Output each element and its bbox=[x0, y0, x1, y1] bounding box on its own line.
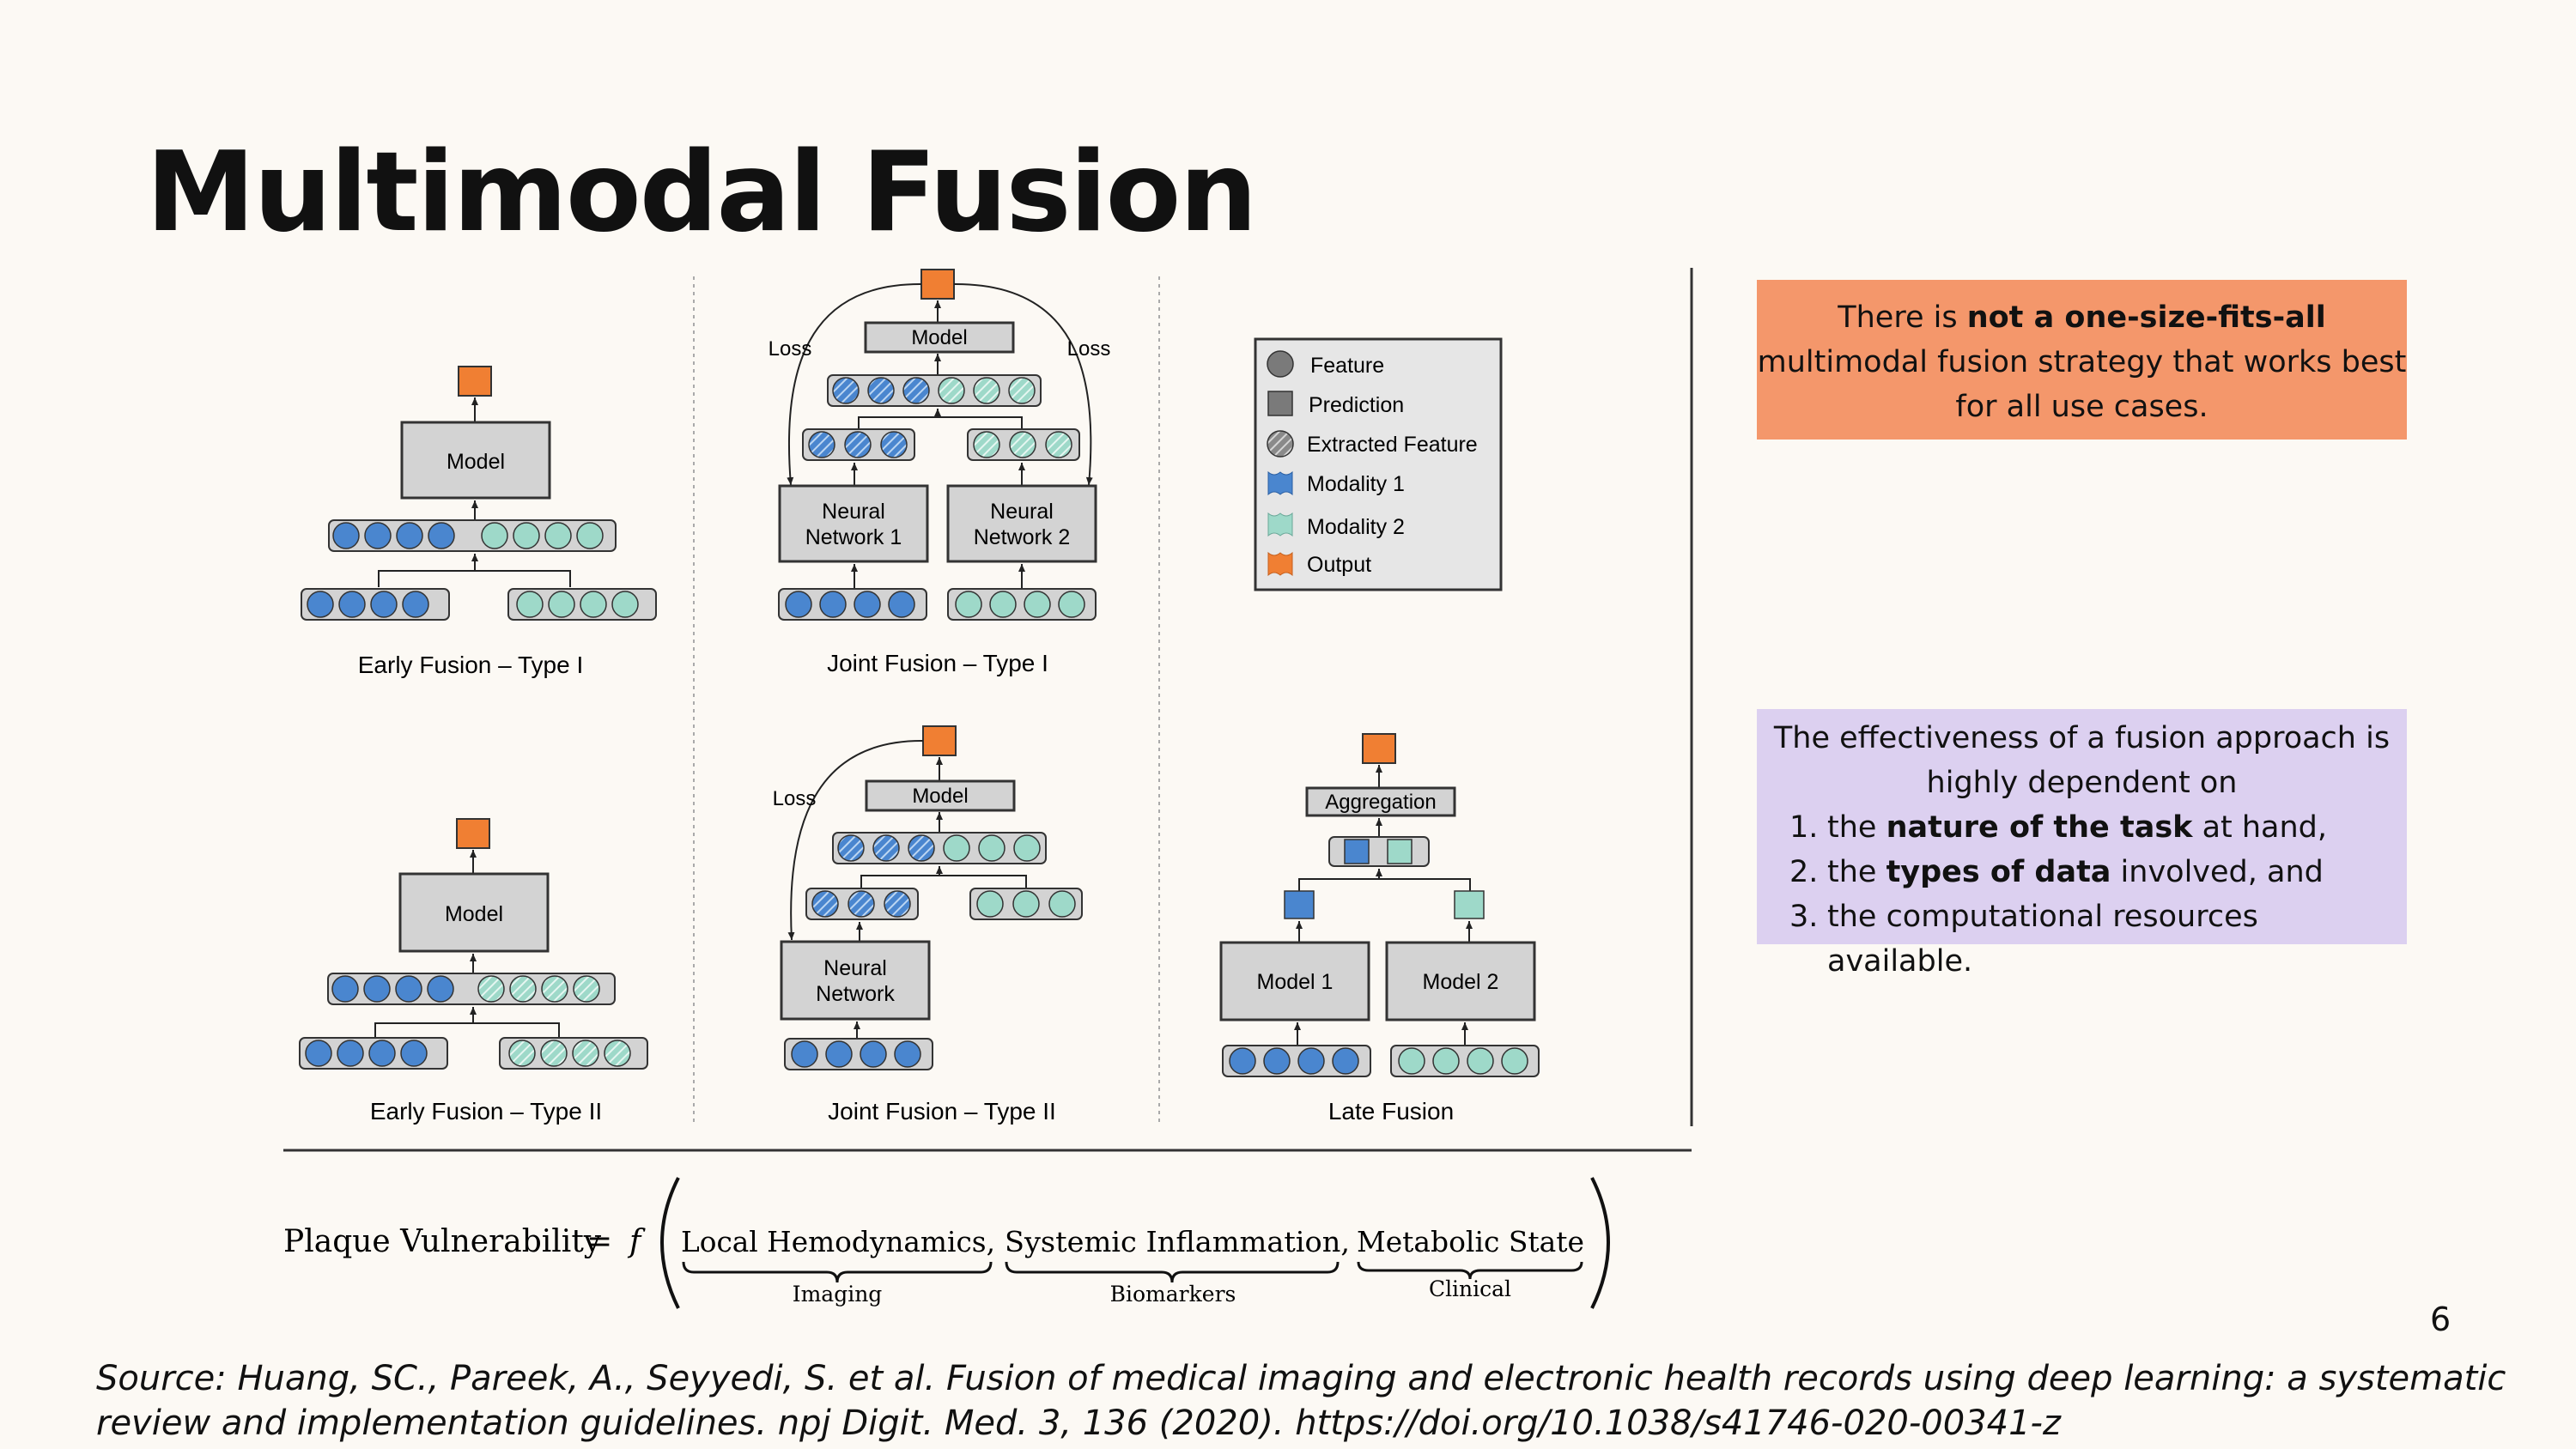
model-box bbox=[398, 872, 550, 953]
underbrace-clinical bbox=[1357, 1261, 1583, 1280]
model-2-box bbox=[1385, 941, 1536, 1022]
model-label: Model bbox=[911, 326, 967, 349]
legend-modality-2: Modality 2 bbox=[1307, 515, 1405, 539]
caption-joint-fusion-2: Joint Fusion – Type II bbox=[828, 1098, 1056, 1125]
late-fusion: Aggregation Model 1 Model 2 Late Fusion bbox=[1219, 733, 1540, 1125]
output-square bbox=[922, 725, 957, 756]
aggregation-box bbox=[1305, 786, 1456, 817]
term-systemic-inflammation: Systemic Inflammation, bbox=[1005, 1225, 1350, 1258]
equation-lhs: Plaque Vulnerability bbox=[283, 1224, 602, 1259]
list-item: 1. the nature of the task at hand, bbox=[1789, 810, 2328, 845]
model-box bbox=[400, 421, 551, 500]
output-square bbox=[458, 366, 492, 397]
legend-output: Output bbox=[1307, 553, 1371, 577]
orange-flag-icon bbox=[1267, 551, 1293, 577]
neural-network-1-box bbox=[778, 484, 929, 563]
svg-text:Neural: Neural bbox=[822, 500, 885, 524]
slide-title: Multimodal Fusion bbox=[146, 129, 1257, 257]
svg-text:Network 1: Network 1 bbox=[805, 525, 902, 549]
caption-early-fusion-1: Early Fusion – Type I bbox=[358, 652, 584, 678]
model-box bbox=[864, 321, 1015, 354]
label-biomarkers: Biomarkers bbox=[1110, 1282, 1236, 1307]
early-fusion-type-1: Model Early Fusion – Type I bbox=[301, 366, 657, 678]
early-fusion-type-2: Model Early Fusion – Type II bbox=[299, 818, 648, 1125]
caption-early-fusion-2: Early Fusion – Type II bbox=[370, 1098, 602, 1125]
svg-text:Network 2: Network 2 bbox=[974, 525, 1071, 549]
model-label: Model bbox=[445, 902, 503, 926]
legend-extracted-feature: Extracted Feature bbox=[1307, 433, 1478, 457]
model-label: Model bbox=[447, 450, 505, 474]
callout-orange-post: multimodal fusion strategy that works be… bbox=[1757, 345, 2407, 424]
neural-network-2-box bbox=[946, 484, 1097, 563]
source-citation: Source: Huang, SC., Pareek, A., Seyyedi,… bbox=[96, 1359, 2506, 1443]
callout-one-size-fits-all: There is not a one-size-fits-all multimo… bbox=[1757, 280, 2407, 440]
output-square bbox=[456, 818, 490, 849]
caption-late-fusion: Late Fusion bbox=[1328, 1098, 1454, 1125]
model-label: Model bbox=[912, 785, 968, 808]
dependency-list: 1. the nature of the task at hand, 2. th… bbox=[1757, 805, 2407, 984]
right-paren bbox=[1590, 1177, 1610, 1309]
model-1-box bbox=[1219, 941, 1370, 1022]
output-square bbox=[1362, 733, 1396, 764]
joint-fusion-type-1: Model Loss Loss Neural Network 1 Neural … bbox=[769, 269, 1111, 676]
feature-row bbox=[332, 522, 604, 549]
callout-effectiveness: The effectiveness of a fusion approach i… bbox=[1757, 709, 2407, 979]
neural-network-box bbox=[780, 940, 931, 1021]
caption-joint-fusion-1: Joint Fusion – Type I bbox=[827, 650, 1048, 676]
callout-orange-bold: not a one-size-fits-all bbox=[1966, 300, 2326, 335]
label-imaging: Imaging bbox=[793, 1282, 883, 1307]
svg-text:Neural: Neural bbox=[823, 956, 887, 980]
loss-label: Loss bbox=[1067, 337, 1111, 361]
underbrace-biomarkers bbox=[1005, 1261, 1340, 1283]
model-2-label: Model 2 bbox=[1423, 970, 1499, 994]
legend-feature: Feature bbox=[1310, 354, 1384, 378]
underbrace-imaging bbox=[682, 1261, 993, 1283]
model-1-label: Model 1 bbox=[1257, 970, 1334, 994]
aggregation-label: Aggregation bbox=[1325, 791, 1436, 814]
legend-modality-1: Modality 1 bbox=[1307, 472, 1405, 496]
hatched-circle-icon bbox=[1267, 430, 1294, 458]
callout-orange-pre: There is bbox=[1838, 300, 1967, 335]
left-paren bbox=[660, 1177, 680, 1309]
legend-box: Feature Prediction Extracted Feature Mod… bbox=[1254, 337, 1503, 591]
callout-purple-head: The effectiveness of a fusion approach i… bbox=[1773, 721, 2391, 800]
equation-equals: = bbox=[586, 1224, 612, 1259]
equation-function: f bbox=[627, 1224, 646, 1259]
square-icon bbox=[1267, 391, 1293, 416]
blue-flag-icon bbox=[1267, 470, 1293, 496]
svg-text:Network: Network bbox=[816, 982, 895, 1006]
page-number: 6 bbox=[2430, 1300, 2451, 1338]
svg-text:Neural: Neural bbox=[990, 500, 1054, 524]
term-local-hemodynamics: Local Hemodynamics, bbox=[681, 1225, 995, 1258]
legend-prediction: Prediction bbox=[1309, 393, 1404, 417]
term-metabolic-state: Metabolic State bbox=[1357, 1225, 1584, 1258]
label-clinical: Clinical bbox=[1429, 1276, 1511, 1301]
circle-icon bbox=[1267, 350, 1294, 378]
loss-label: Loss bbox=[773, 787, 817, 810]
list-item: 2. the types of data involved, and bbox=[1789, 855, 2324, 889]
output-square bbox=[920, 269, 955, 300]
equation: Plaque Vulnerability = f Local Hemodynam… bbox=[283, 1177, 1610, 1309]
joint-fusion-type-2: Model Loss Neural Network Joint Fusion –… bbox=[773, 725, 1083, 1125]
teal-flag-icon bbox=[1267, 512, 1293, 537]
list-item: 3. the computational resources available… bbox=[1789, 900, 2258, 979]
loss-label: Loss bbox=[769, 337, 812, 361]
model-box bbox=[865, 779, 1016, 812]
